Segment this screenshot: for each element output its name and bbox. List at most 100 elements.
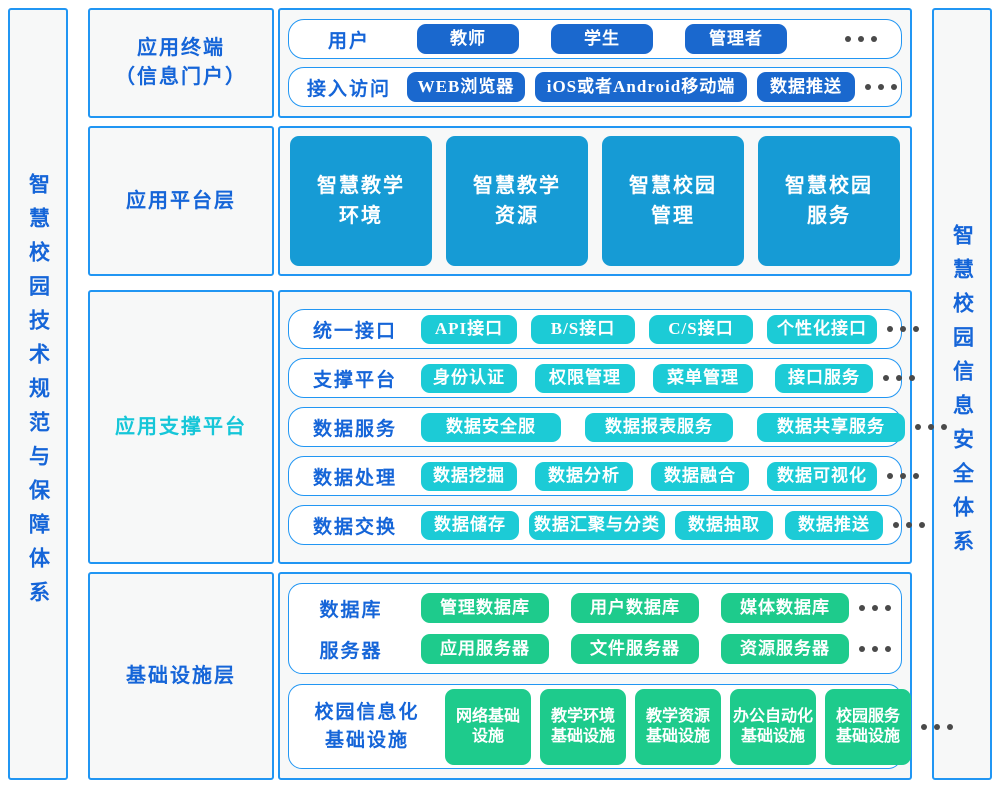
- pill-data-storage[interactable]: 数据储存: [421, 510, 519, 540]
- row-support-platform-title: 支撑平台: [312, 369, 397, 391]
- platform-box-group: 智慧教学 环境 智慧教学 资源 智慧校园 管理 智慧校园 服务: [290, 136, 900, 266]
- pill-identity-auth[interactable]: 身份认证: [421, 363, 517, 393]
- pill-menu-management[interactable]: 菜单管理: [653, 363, 753, 393]
- pill-file-server[interactable]: 文件服务器: [571, 634, 699, 664]
- row-database-pills: 管理数据库 用户数据库 媒体数据库: [399, 593, 849, 623]
- pill-data-push-exchange[interactable]: 数据推送: [785, 510, 883, 540]
- layer-label-terminal: 应用终端 （信息门户）: [88, 8, 274, 118]
- pill-office-auto-infra-line1: 办公自动化: [732, 708, 813, 726]
- row-support-platform-more-icon: [873, 375, 929, 381]
- pill-api-interface[interactable]: API接口: [421, 314, 517, 344]
- pill-data-analysis[interactable]: 数据分析: [535, 461, 633, 491]
- row-data-processing: 数据处理 数据挖掘 数据分析 数据融合 数据可视化: [288, 456, 919, 496]
- pill-campus-service-infrastructure[interactable]: 校园服务 基础设施: [825, 688, 911, 765]
- row-data-service-more-icon: [905, 424, 961, 430]
- layer-label-platform-text: 应用平台层: [126, 189, 236, 212]
- row-data-processing-pills: 数据挖掘 数据分析 数据融合 数据可视化: [407, 461, 877, 491]
- row-campus-infra-more-icon: [911, 723, 967, 730]
- row-server: 服务器 应用服务器 文件服务器 资源服务器: [303, 632, 891, 666]
- pill-web-browser[interactable]: WEB浏览器: [407, 72, 525, 102]
- platform-box-smart-teaching-environment[interactable]: 智慧教学 环境: [290, 136, 432, 266]
- platform-box-4-line2: 服务: [807, 205, 851, 227]
- row-data-service-title: 数据服务: [312, 418, 397, 440]
- infra-db-server-group: 数据库 管理数据库 用户数据库 媒体数据库 服务器 应用服务器 文件服务器 资源…: [288, 583, 902, 674]
- layer-label-platform: 应用平台层: [88, 126, 274, 276]
- pill-data-aggregation-classification[interactable]: 数据汇聚与分类: [529, 510, 665, 540]
- right-vertical-band-label: 智慧校园信息安全体系: [950, 224, 975, 564]
- layer-label-terminal-line1: 应用终端: [137, 37, 225, 59]
- pill-bs-interface[interactable]: B/S接口: [531, 314, 635, 344]
- platform-box-2-line1: 智慧教学: [473, 175, 561, 197]
- platform-box-1-line2: 环境: [339, 205, 383, 227]
- layer-label-infrastructure-text: 基础设施层: [126, 664, 236, 687]
- platform-box-smart-campus-management[interactable]: 智慧校园 管理: [602, 136, 744, 266]
- pill-campus-svc-infra-line2: 基础设施: [835, 727, 900, 745]
- platform-box-3-line2: 管理: [651, 205, 695, 227]
- pill-teaching-environment-infrastructure[interactable]: 教学环境 基础设施: [540, 688, 626, 765]
- pill-application-server[interactable]: 应用服务器: [421, 634, 549, 664]
- left-vertical-band: 智慧校园技术规范与保障体系: [8, 8, 68, 780]
- row-users-pills: 教师 学生 管理者: [395, 24, 835, 54]
- row-support-platform: 支撑平台 身份认证 权限管理 菜单管理 接口服务: [288, 358, 915, 398]
- row-database-more-icon: [849, 605, 905, 611]
- pill-user-database[interactable]: 用户数据库: [571, 593, 699, 623]
- pill-office-auto-infra-line2: 基础设施: [740, 727, 805, 745]
- platform-box-4-line1: 智慧校园: [785, 175, 873, 197]
- pill-data-report-service[interactable]: 数据报表服务: [585, 412, 733, 442]
- pill-data-mining[interactable]: 数据挖掘: [421, 461, 517, 491]
- row-users: 用户 教师 学生 管理者: [288, 19, 902, 59]
- row-unified-interface-more-icon: [877, 326, 933, 332]
- pill-teaching-resource-infrastructure[interactable]: 教学资源 基础设施: [635, 688, 721, 765]
- pill-student[interactable]: 学生: [551, 24, 653, 54]
- pill-data-push[interactable]: 数据推送: [757, 72, 855, 102]
- platform-box-smart-campus-service[interactable]: 智慧校园 服务: [758, 136, 900, 266]
- pill-data-fusion[interactable]: 数据融合: [651, 461, 749, 491]
- pill-resource-server[interactable]: 资源服务器: [721, 634, 849, 664]
- pill-personalized-interface[interactable]: 个性化接口: [767, 314, 877, 344]
- row-database: 数据库 管理数据库 用户数据库 媒体数据库: [303, 591, 891, 625]
- row-data-processing-title: 数据处理: [312, 467, 397, 489]
- row-campus-informatization-infrastructure: 校园信息化 基础设施 网络基础 设施 教学环境 基础设施: [288, 684, 953, 769]
- layer-label-terminal-line2: （信息门户）: [115, 66, 247, 88]
- row-access: 接入访问 WEB浏览器 iOS或者Android移动端 数据推送: [288, 67, 902, 107]
- layer-label-infrastructure: 基础设施层: [88, 572, 274, 780]
- row-campus-infra-title: 校园信息化 基础设施: [303, 699, 431, 754]
- pill-permission-management[interactable]: 权限管理: [535, 363, 635, 393]
- row-access-title: 接入访问: [306, 78, 391, 100]
- pill-network-infra-line2: 设施: [471, 727, 504, 745]
- row-unified-interface-pills: API接口 B/S接口 C/S接口 个性化接口: [407, 314, 877, 344]
- row-data-service-pills: 数据安全服 数据报表服务 数据共享服务: [407, 412, 905, 442]
- pill-data-sharing-service[interactable]: 数据共享服务: [757, 412, 905, 442]
- row-support-platform-pills: 身份认证 权限管理 菜单管理 接口服务: [407, 363, 873, 393]
- pill-teach-res-infra-line1: 教学资源: [645, 708, 710, 726]
- pill-interface-service[interactable]: 接口服务: [775, 363, 873, 393]
- pill-network-infrastructure[interactable]: 网络基础 设施: [445, 688, 531, 765]
- pill-administrator[interactable]: 管理者: [685, 24, 787, 54]
- section-application-support-platform: 统一接口 API接口 B/S接口 C/S接口 个性化接口 支撑平台 身份认证 权…: [278, 290, 947, 564]
- pill-data-security-service[interactable]: 数据安全服: [421, 412, 561, 442]
- row-server-pills: 应用服务器 文件服务器 资源服务器: [399, 634, 849, 664]
- pill-data-visualization[interactable]: 数据可视化: [767, 461, 877, 491]
- pill-media-database[interactable]: 媒体数据库: [721, 593, 849, 623]
- pill-management-database[interactable]: 管理数据库: [421, 593, 549, 623]
- platform-box-3-line1: 智慧校园: [629, 175, 717, 197]
- row-server-more-icon: [849, 646, 905, 652]
- pill-cs-interface[interactable]: C/S接口: [649, 314, 753, 344]
- pill-ios-android-mobile[interactable]: iOS或者Android移动端: [535, 72, 747, 102]
- row-database-title: 数据库: [319, 599, 383, 621]
- platform-box-smart-teaching-resources[interactable]: 智慧教学 资源: [446, 136, 588, 266]
- pill-office-automation-infrastructure[interactable]: 办公自动化 基础设施: [730, 688, 816, 765]
- row-campus-infra-title-line2: 基础设施: [324, 729, 409, 751]
- row-users-more-icon: [835, 36, 891, 42]
- row-access-more-icon: [855, 84, 911, 90]
- section-application-platform: 智慧教学 环境 智慧教学 资源 智慧校园 管理 智慧校园 服务: [278, 126, 912, 276]
- pill-teach-env-infra-line1: 教学环境: [550, 708, 615, 726]
- pill-teacher[interactable]: 教师: [417, 24, 519, 54]
- pill-data-extraction[interactable]: 数据抽取: [675, 510, 773, 540]
- row-campus-infra-title-line1: 校园信息化: [314, 701, 420, 723]
- row-unified-interface-title: 统一接口: [312, 320, 397, 342]
- platform-box-1-line1: 智慧教学: [317, 175, 405, 197]
- row-data-exchange-more-icon: [883, 522, 939, 528]
- pill-campus-svc-infra-line1: 校园服务: [835, 708, 900, 726]
